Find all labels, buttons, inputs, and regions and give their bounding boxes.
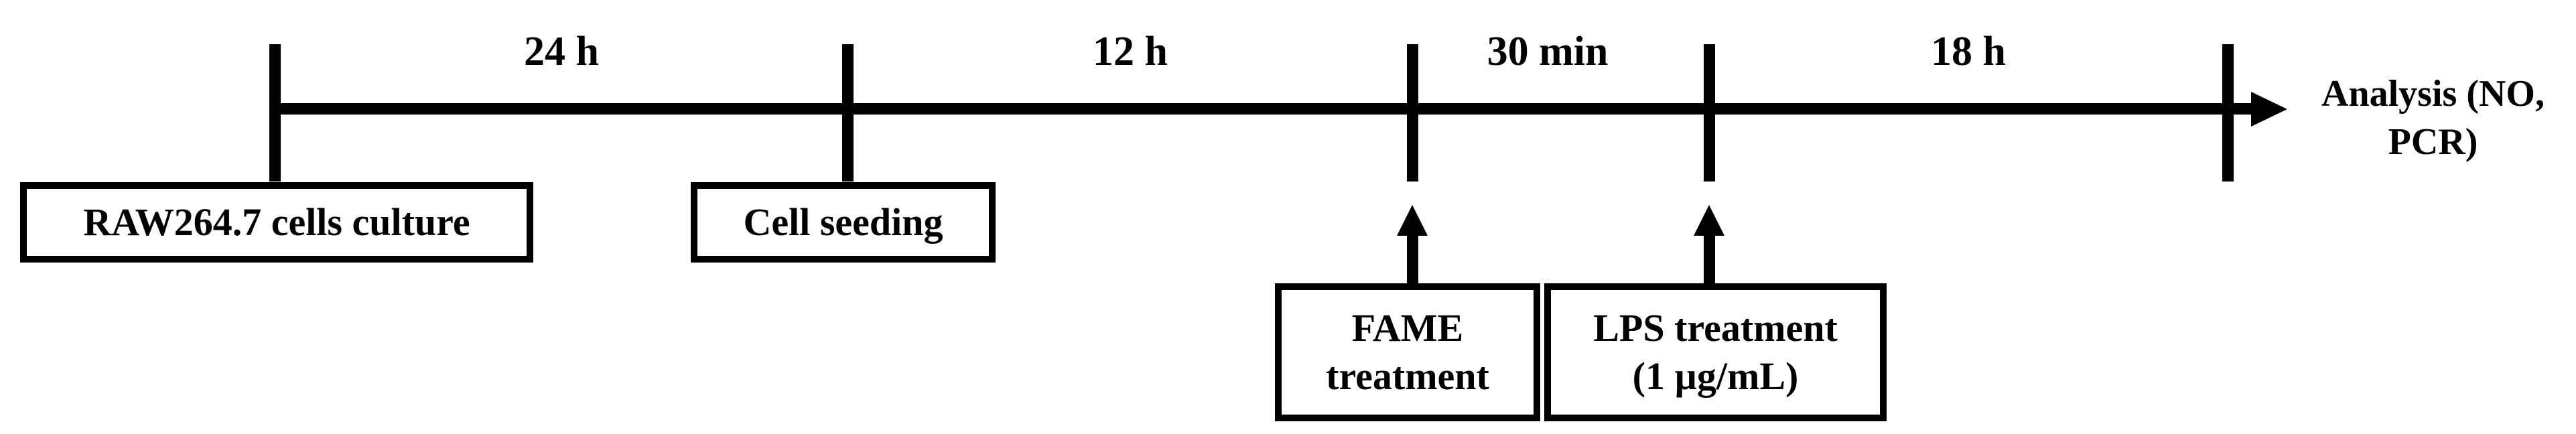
tick-mark-seeding <box>842 44 854 182</box>
event-box-cell-seeding: Cell seeding <box>691 182 996 263</box>
lps-up-arrow-shaft <box>1704 234 1715 283</box>
tick-mark-culture <box>269 44 281 182</box>
fame-up-arrow-shaft <box>1407 234 1418 283</box>
timeline-axis <box>269 103 2254 115</box>
event-box-raw-culture: RAW264.7 cells culture <box>20 182 533 263</box>
event-box-lps-treatment: LPS treatment (1 µg/mL) <box>1544 283 1887 421</box>
timeline-arrowhead-icon <box>2251 92 2287 127</box>
tick-mark-lps <box>1704 44 1715 182</box>
lps-up-arrow-icon <box>1694 205 1724 236</box>
event-box-fame-treatment-line1: FAME <box>1351 306 1464 350</box>
event-box-lps-treatment-line1: LPS treatment <box>1593 306 1838 350</box>
analysis-endpoint-line2: PCR) <box>2388 121 2478 163</box>
event-box-raw-culture-label: RAW264.7 cells culture <box>83 200 470 244</box>
analysis-endpoint-line1: Analysis (NO, <box>2321 73 2545 115</box>
tick-mark-fame <box>1407 44 1418 182</box>
tick-mark-analysis <box>2222 44 2234 182</box>
interval-label-18h: 18 h <box>1931 29 2006 74</box>
event-box-fame-treatment-line2: treatment <box>1326 354 1489 398</box>
analysis-endpoint-label: Analysis (NO, PCR) <box>2290 70 2576 166</box>
event-box-fame-treatment: FAME treatment <box>1275 283 1540 421</box>
event-box-cell-seeding-label: Cell seeding <box>743 200 943 244</box>
interval-label-12h: 12 h <box>1093 29 1168 74</box>
event-box-lps-treatment-line2: (1 µg/mL) <box>1632 354 1799 398</box>
interval-label-30min: 30 min <box>1487 29 1609 74</box>
fame-up-arrow-icon <box>1397 205 1428 236</box>
interval-label-24h: 24 h <box>524 29 599 74</box>
